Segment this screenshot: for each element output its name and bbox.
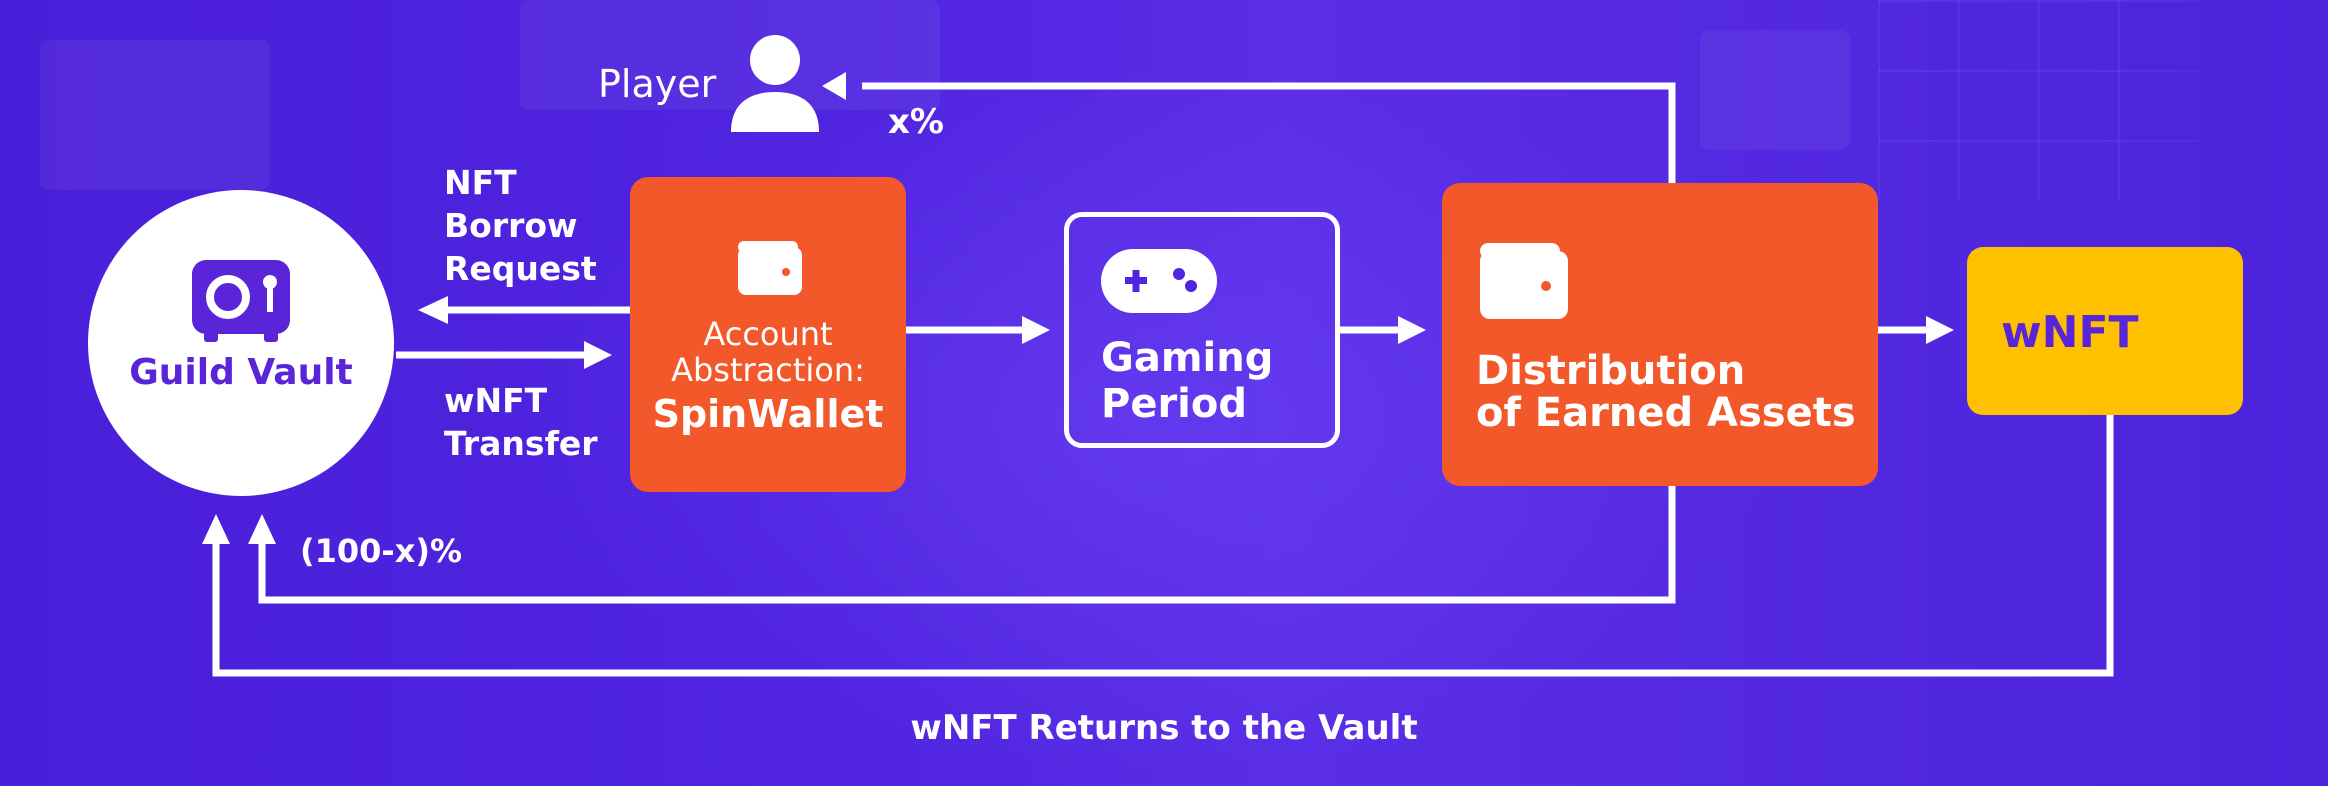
background-panel: [520, 0, 940, 110]
vault-icon: [192, 260, 290, 342]
background-grid: [1878, 0, 2198, 200]
transfer-label-line1: wNFT: [444, 381, 548, 420]
borrow-label-line1: NFT: [444, 163, 517, 202]
arrowhead: [248, 514, 276, 544]
wnft-box: wNFT: [1967, 247, 2243, 415]
gaming-label-line1: Gaming: [1101, 335, 1274, 381]
spinwallet-box: Account Abstraction: SpinWallet: [630, 177, 906, 492]
wnft-label: wNFT: [2001, 307, 2139, 358]
player-share-label: x%: [888, 102, 944, 142]
return-to-vault-label: wNFT Returns to the Vault: [910, 708, 1418, 748]
aa-label-line1: Account: [703, 315, 833, 353]
arrowhead: [1022, 316, 1050, 344]
gamepad-icon: [1101, 249, 1217, 313]
vault-share-label: (100-x)%: [300, 532, 463, 570]
guild-vault-label: Guild Vault: [129, 352, 353, 393]
aa-label-line2: Abstraction:: [671, 351, 865, 389]
borrow-label-line2: Borrow: [444, 206, 578, 245]
player-share-line: [862, 82, 1676, 183]
borrow-label-line3: Request: [444, 249, 597, 288]
vault-share-line: [258, 486, 1676, 604]
gaming-period-box: Gaming Period: [1064, 212, 1340, 448]
distribution-label-line1: Distribution: [1476, 348, 1746, 394]
arrowhead: [1926, 316, 1954, 344]
spinwallet-label: SpinWallet: [652, 392, 884, 436]
wnft-return-line: [212, 415, 2114, 677]
arrowhead: [584, 341, 612, 369]
wallet-icon: [738, 241, 802, 295]
guild-vault-node: Guild Vault: [88, 190, 394, 496]
distribution-label-line2: of Earned Assets: [1476, 390, 1856, 436]
background-panel: [40, 40, 270, 190]
player-label: Player: [598, 62, 717, 106]
background-panel: [1700, 30, 1850, 150]
arrowhead: [202, 514, 230, 544]
arrowhead: [822, 72, 846, 100]
distribution-box: Distribution of Earned Assets: [1442, 183, 1878, 486]
wallet-icon: [1480, 243, 1568, 319]
arrowhead: [1398, 316, 1426, 344]
user-icon: [731, 35, 819, 132]
gaming-label-line2: Period: [1101, 381, 1247, 427]
transfer-label-line2: Transfer: [444, 424, 598, 463]
arrowhead: [418, 296, 448, 324]
